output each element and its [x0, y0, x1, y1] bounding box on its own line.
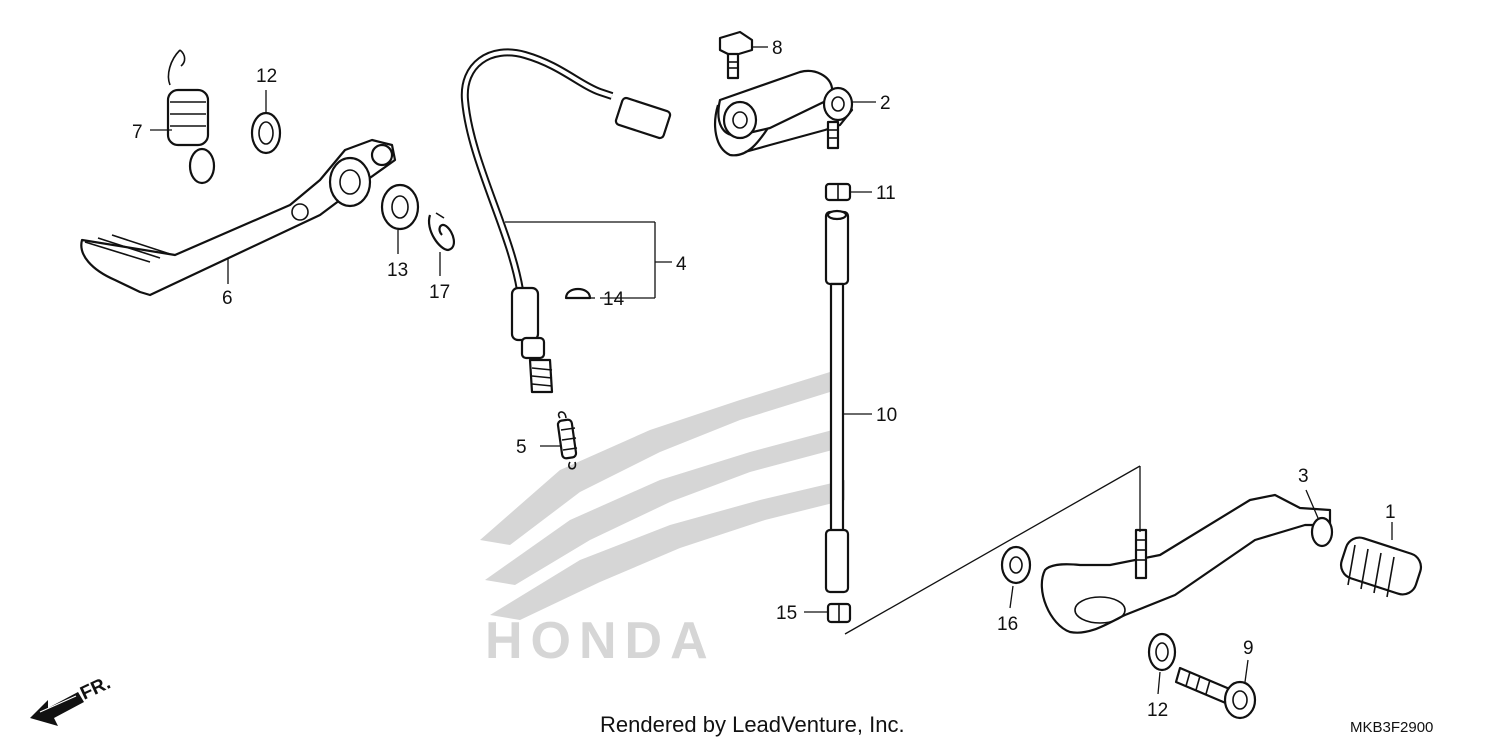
part-7-spring — [166, 49, 216, 185]
part-2-shift-arm — [714, 69, 854, 157]
part-3-shift-pedal — [1040, 493, 1334, 634]
callout-16: 16 — [997, 614, 1018, 635]
part-1-rubber-grip — [1339, 536, 1423, 598]
direction-label: FR. — [77, 673, 114, 705]
part-5-spring — [556, 411, 578, 470]
part-4-brake-switch — [460, 48, 672, 394]
callout-6: 6 — [222, 288, 233, 309]
callout-17: 17 — [429, 282, 450, 303]
credit-text: Rendered by LeadVenture, Inc. — [600, 712, 905, 737]
front-direction-arrow: FR. — [30, 673, 114, 726]
callout-2: 2 — [880, 93, 891, 114]
part-13-washer — [380, 183, 420, 231]
part-11-nut — [824, 182, 852, 202]
callout-12-bottom: 12 — [1147, 700, 1168, 721]
callout-numbers: 7 12 6 13 17 4 14 5 8 2 11 10 15 3 1 16 … — [132, 38, 1396, 721]
callout-11: 11 — [876, 183, 896, 204]
callout-10: 10 — [876, 405, 897, 426]
part-12-washer-top — [250, 111, 282, 155]
diagram-code: MKB3F2900 — [1350, 719, 1433, 736]
part-9-bolt — [1174, 666, 1257, 720]
part-8-bolt — [718, 30, 754, 80]
honda-wing-watermark: HONDA — [480, 372, 845, 670]
part-12-washer-bottom — [1147, 632, 1177, 672]
leader-lines — [150, 46, 1393, 695]
part-14-clip — [564, 287, 592, 300]
callout-4: 4 — [676, 254, 687, 275]
callout-14: 14 — [603, 289, 625, 310]
part-10-shift-rod — [824, 209, 850, 594]
callout-15: 15 — [776, 603, 797, 624]
part-17-circlip — [427, 212, 455, 252]
callout-5: 5 — [516, 437, 527, 458]
callout-1: 1 — [1385, 502, 1396, 523]
callout-9: 9 — [1243, 638, 1254, 659]
callout-8: 8 — [772, 38, 783, 59]
callout-12-top: 12 — [256, 66, 277, 87]
callout-13: 13 — [387, 260, 408, 281]
callout-7: 7 — [132, 122, 143, 143]
part-15-nut — [826, 602, 852, 624]
watermark-text: HONDA — [485, 612, 716, 670]
part-6-brake-pedal — [80, 138, 397, 297]
part-16-washer — [1000, 545, 1032, 585]
callout-3: 3 — [1298, 466, 1309, 487]
